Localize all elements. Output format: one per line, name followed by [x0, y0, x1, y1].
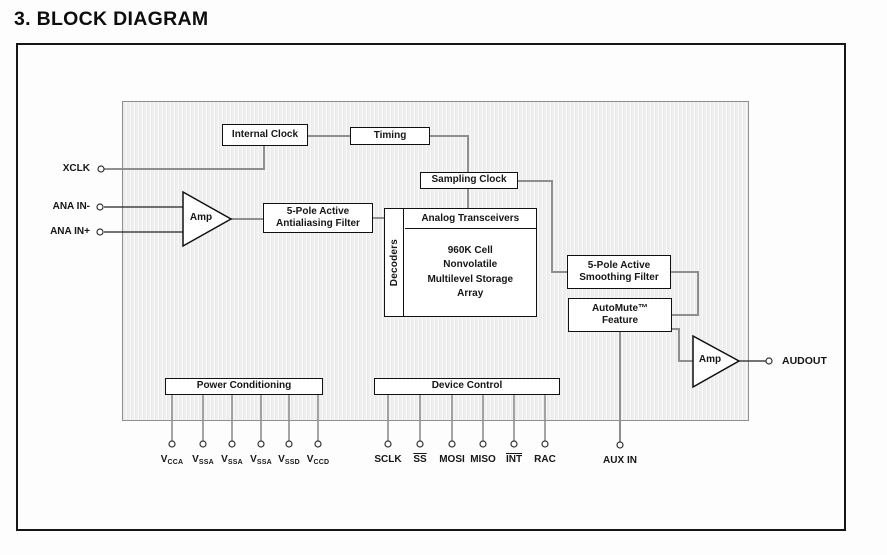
pin-vssa2-base: V — [221, 454, 228, 465]
pin-ss-text: SS — [413, 454, 427, 465]
pin-vssa2-sub: SSA — [227, 459, 243, 466]
block-smoothing-filter: 5-Pole Active Smoothing Filter — [567, 255, 671, 289]
pin-label-vcca: VCCA — [150, 454, 194, 466]
pin-label-mosi: MOSI — [428, 454, 476, 465]
storage-array-line2: Nonvolatile — [443, 259, 498, 271]
pin-vcca-base: V — [160, 454, 168, 465]
automute-line2: Feature — [601, 315, 639, 326]
block-sampling-clock: Sampling Clock — [420, 172, 518, 189]
port-label-ana-in-plus: ANA IN+ — [50, 226, 90, 237]
output-amp-label: Amp — [698, 354, 722, 365]
storage-array-line1: 960K Cell — [447, 244, 493, 256]
port-label-ana-in-minus: ANA IN- — [52, 201, 90, 212]
port-label-aux-in: AUX IN — [603, 455, 637, 466]
storage-array-line4: Array — [457, 288, 484, 300]
block-antialiasing-filter: 5-Pole Active Antialiasing Filter — [263, 203, 373, 233]
page-title: 3. BLOCK DIAGRAM — [14, 8, 209, 30]
block-internal-clock-label: Internal Clock — [231, 128, 299, 140]
pin-vssa3-sub: SSA — [256, 459, 272, 466]
pin-vccd-sub: CCD — [313, 459, 330, 466]
storage-array-line3: Multilevel Storage — [427, 273, 514, 285]
pin-vssa1-base: V — [192, 454, 199, 465]
pin-vccd-base: V — [306, 454, 314, 465]
block-internal-clock: Internal Clock — [222, 124, 308, 146]
pin-int-text: INT — [505, 454, 523, 465]
block-storage-array: Decoders Analog Transceivers 960K Cell N… — [384, 208, 537, 317]
pin-mosi-text: MOSI — [439, 454, 465, 465]
pin-label-int: INT — [490, 454, 538, 465]
block-device-control: Device Control — [374, 378, 560, 395]
automute-line1: AutoMute™ — [591, 302, 649, 314]
smoothing-filter-line2: Smoothing Filter — [579, 272, 659, 283]
pin-label-miso: MISO — [459, 454, 507, 465]
power-conditioning-label: Power Conditioning — [196, 380, 292, 392]
pin-vssd-base: V — [278, 454, 285, 465]
analog-transceivers-header: Analog Transceivers — [404, 209, 536, 229]
pin-sclk-text: SCLK — [374, 454, 402, 465]
pin-label-ss: SS — [396, 454, 444, 465]
pin-vcca-sub: CCA — [167, 459, 184, 466]
block-sampling-clock-label: Sampling Clock — [431, 174, 507, 186]
pin-label-vccd: VCCD — [296, 454, 340, 466]
antialiasing-filter-line1: 5-Pole Active — [286, 205, 350, 217]
pin-label-sclk: SCLK — [364, 454, 412, 465]
block-power-conditioning: Power Conditioning — [165, 378, 323, 395]
port-label-audout: AUDOUT — [782, 355, 827, 367]
input-amp-label: Amp — [189, 212, 213, 223]
pin-label-vssa3: VSSA — [239, 454, 283, 466]
decoders-label: Decoders — [388, 238, 400, 287]
smoothing-filter-line1: 5-Pole Active — [587, 259, 651, 271]
block-timing-label: Timing — [373, 129, 407, 141]
antialiasing-filter-line2: Antialiasing Filter — [276, 218, 360, 229]
pin-label-rac: RAC — [521, 454, 569, 465]
block-timing: Timing — [350, 127, 430, 145]
block-automute: AutoMute™ Feature — [568, 298, 672, 332]
decoders-strip: Decoders — [385, 209, 404, 316]
port-label-xclk: XCLK — [62, 163, 90, 174]
pin-vssd-sub: SSD — [284, 459, 300, 466]
device-control-label: Device Control — [431, 380, 503, 392]
storage-array-text: 960K Cell Nonvolatile Multilevel Storage… — [405, 230, 537, 317]
pin-rac-text: RAC — [534, 454, 556, 465]
pin-label-vssa2: VSSA — [210, 454, 254, 466]
pin-label-vssd: VSSD — [267, 454, 311, 466]
pin-vssa3-base: V — [250, 454, 257, 465]
pin-vssa1-sub: SSA — [198, 459, 214, 466]
analog-transceivers-label: Analog Transceivers — [421, 213, 520, 224]
pin-miso-text: MISO — [470, 454, 496, 465]
pin-label-vssa1: VSSA — [181, 454, 225, 466]
